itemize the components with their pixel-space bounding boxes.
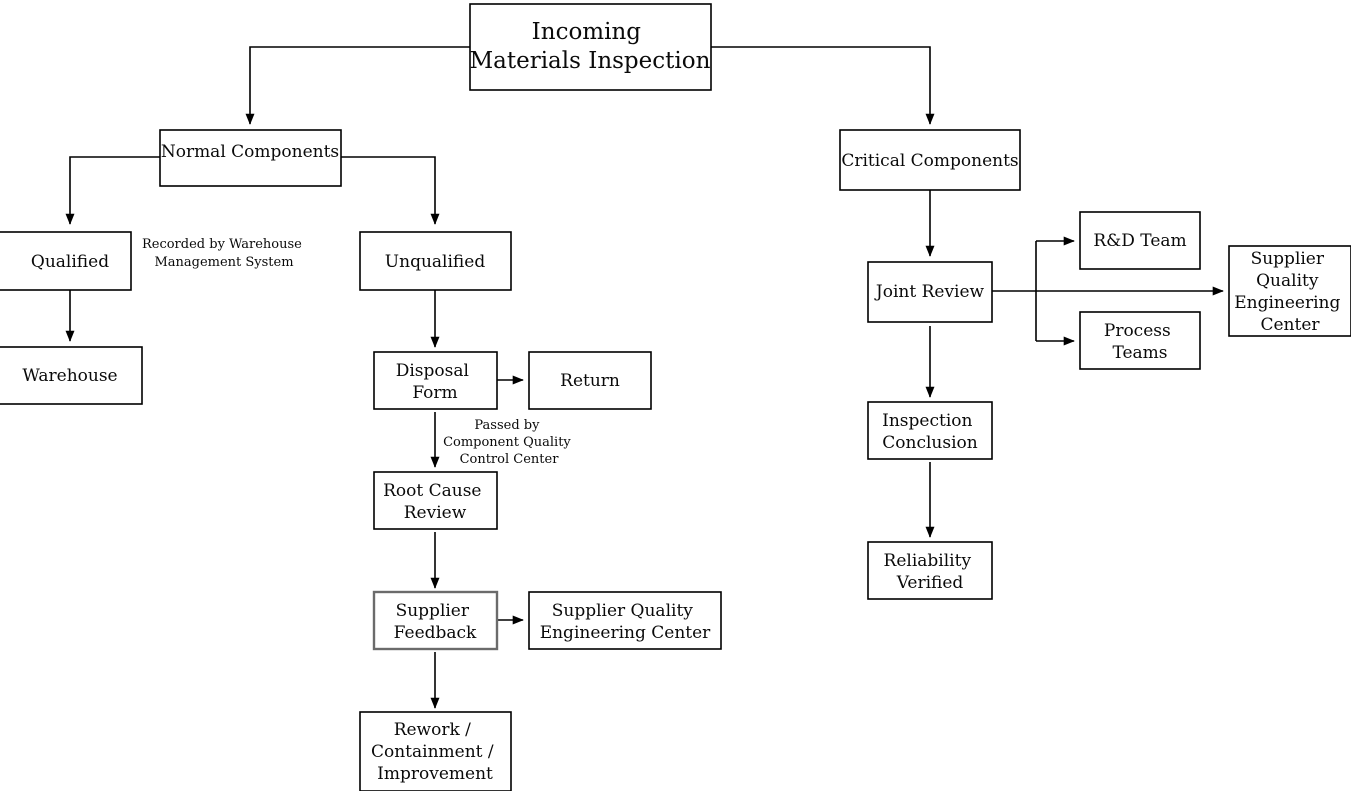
edges-layer	[65, 46, 1224, 709]
node-box-process-teams[interactable]	[1079, 311, 1201, 370]
node-label-joint-review: Joint Review	[874, 282, 985, 302]
node-box-warehouse[interactable]	[0, 346, 143, 405]
node-label-incoming: Incoming Materials Inspection	[470, 19, 711, 74]
edge-incoming-to-critical-components	[711, 46, 935, 125]
node-label-root-cause-review: Root Cause Review	[383, 481, 487, 523]
node-label-rd-team: R&D Team	[1093, 231, 1186, 251]
node-label-sqec-right: Supplier Quality Engineering Center	[1234, 249, 1346, 335]
edge-normal-to-qualified	[65, 156, 160, 225]
node-joint-review[interactable]: Joint Review	[867, 261, 993, 323]
node-disposal-form[interactable]: Disposal Form	[373, 351, 498, 410]
node-label-qualified: Qualified	[31, 252, 109, 272]
node-rework-containment-improvement[interactable]: Rework / Containment / Improvement	[359, 711, 512, 791]
node-box-sqec-right[interactable]	[1228, 245, 1351, 337]
node-box-normal-components[interactable]	[159, 129, 342, 187]
node-box-root-cause-review[interactable]	[373, 471, 498, 530]
node-supplier-quality-engineering-center-right[interactable]: Supplier Quality Engineering Center	[1228, 245, 1351, 337]
node-label-critical-components: Critical Components	[841, 151, 1018, 171]
node-label-disposal-form: Disposal Form	[396, 361, 475, 403]
node-box-incoming[interactable]	[469, 3, 712, 91]
node-rd-team[interactable]: R&D Team	[1079, 211, 1201, 270]
edge-incoming-to-normal-components	[245, 46, 470, 125]
node-unqualified[interactable]: Unqualified	[359, 231, 512, 291]
node-inspection-conclusion[interactable]: Inspection Conclusion	[867, 401, 993, 460]
node-box-reliability-verified[interactable]	[867, 541, 993, 600]
node-return[interactable]: Return	[528, 351, 652, 410]
node-supplier-quality-engineering-center-left[interactable]: Supplier Quality Engineering Center	[528, 591, 722, 650]
node-label-inspection-conclusion: Inspection Conclusion	[882, 411, 978, 453]
edge-labels-layer: Recorded by Warehouse Management System …	[142, 237, 575, 467]
node-critical-components[interactable]: Critical Components	[839, 129, 1021, 191]
node-label-sqec-left: Supplier Quality Engineering Center	[540, 601, 711, 643]
node-label-supplier-feedback: Supplier Feedback	[394, 601, 477, 643]
node-incoming-materials-inspection[interactable]: Incoming Materials Inspection	[469, 3, 712, 91]
node-box-rework[interactable]	[359, 711, 512, 791]
node-root-cause-review[interactable]: Root Cause Review	[373, 471, 498, 530]
node-warehouse[interactable]: Warehouse	[0, 346, 143, 405]
node-box-joint-review[interactable]	[867, 261, 993, 323]
node-label-reliability-verified: Reliability Verified	[884, 551, 977, 593]
node-label-warehouse: Warehouse	[22, 366, 117, 386]
edge-label-warehouse-management: Recorded by Warehouse Management System	[142, 237, 306, 270]
node-box-disposal-form[interactable]	[373, 351, 498, 410]
node-box-supplier-feedback[interactable]	[372, 590, 499, 651]
node-supplier-feedback[interactable]: Supplier Feedback	[372, 590, 499, 651]
node-process-teams[interactable]: Process Teams	[1079, 311, 1201, 370]
node-box-inspection-conclusion[interactable]	[867, 401, 993, 460]
node-label-rework: Rework / Containment / Improvement	[371, 720, 499, 784]
node-label-unqualified: Unqualified	[385, 252, 486, 272]
nodes-layer: Incoming Materials Inspection Normal Com…	[0, 3, 1351, 791]
node-box-return[interactable]	[528, 351, 652, 410]
node-box-unqualified[interactable]	[359, 231, 512, 291]
node-box-rd-team[interactable]	[1079, 211, 1201, 270]
node-qualified[interactable]: Qualified	[0, 231, 132, 291]
node-label-process-teams: Process Teams	[1104, 321, 1176, 363]
node-box-critical-components[interactable]	[839, 129, 1021, 191]
edge-label-component-quality-control: Passed by Component Quality Control Cent…	[443, 418, 575, 467]
node-label-return: Return	[560, 371, 620, 391]
node-reliability-verified[interactable]: Reliability Verified	[867, 541, 993, 600]
node-label-normal-components: Normal Components	[161, 142, 339, 162]
node-box-qualified[interactable]	[0, 231, 132, 291]
node-box-sqec-left[interactable]	[528, 591, 722, 650]
node-normal-components[interactable]: Normal Components	[159, 129, 342, 187]
edge-normal-to-unqualified	[341, 156, 440, 225]
